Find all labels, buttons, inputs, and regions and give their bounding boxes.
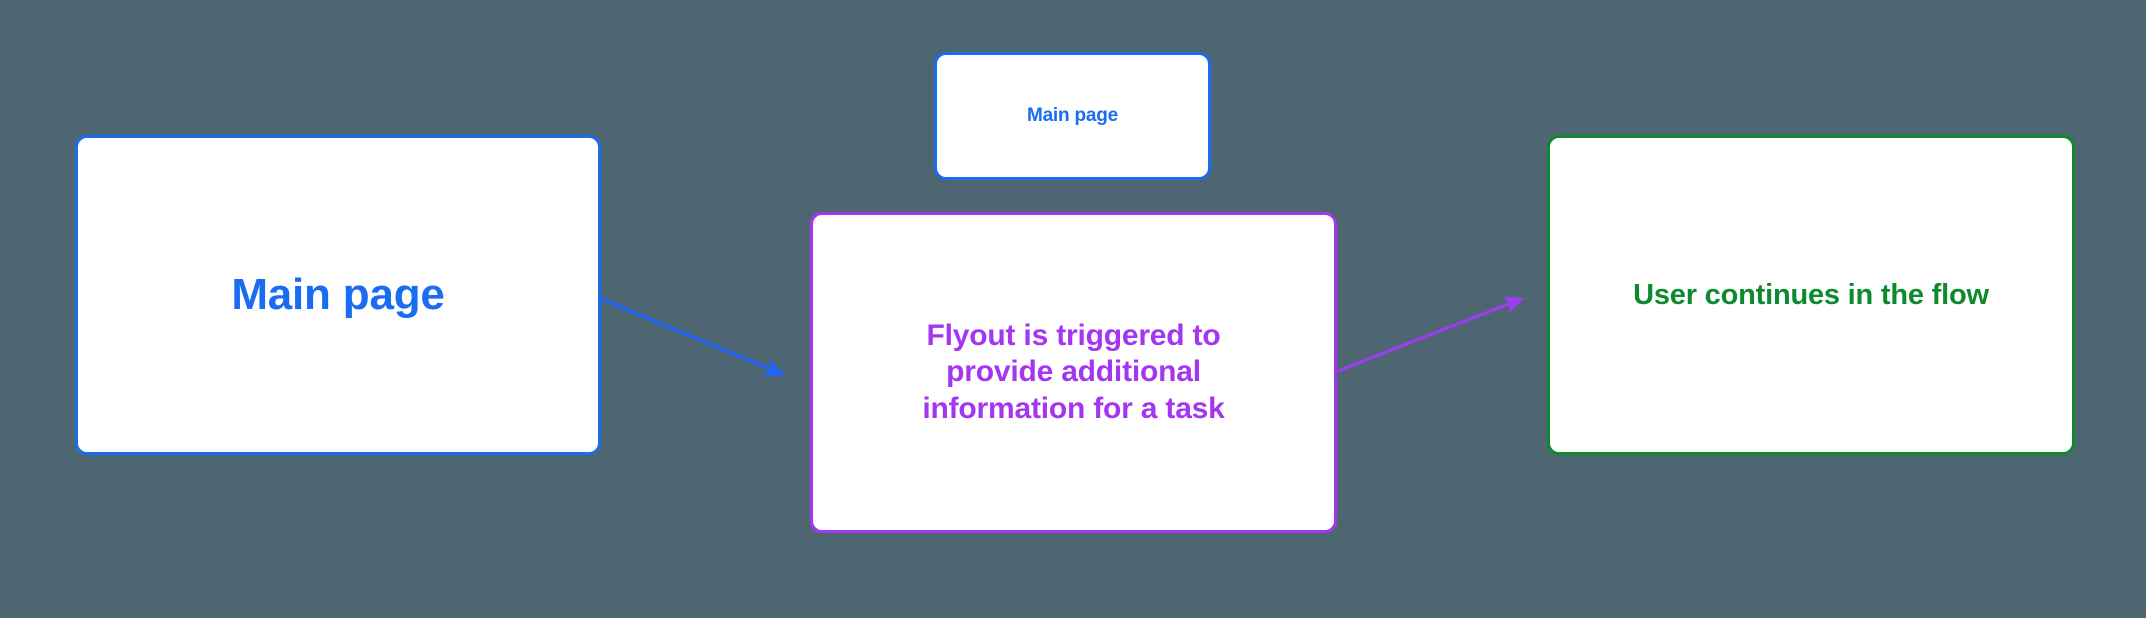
node-main-page-large[interactable]: Main page [75,135,601,455]
node-user-continues-label: User continues in the flow [1633,278,1989,311]
node-main-page-small[interactable]: Main page [934,52,1211,180]
node-main-page-small-label: Main page [1026,104,1119,126]
arrow-main-page-to-flyout [591,293,786,377]
node-main-page-large-label: Main page [231,270,445,320]
node-flyout-label: Flyout is triggered to provide additiona… [922,318,1225,425]
node-flyout[interactable]: Flyout is triggered to provide additiona… [810,212,1337,533]
node-user-continues[interactable]: User continues in the flow [1547,135,2075,455]
arrow-flyout-to-user-continues [1337,296,1525,373]
